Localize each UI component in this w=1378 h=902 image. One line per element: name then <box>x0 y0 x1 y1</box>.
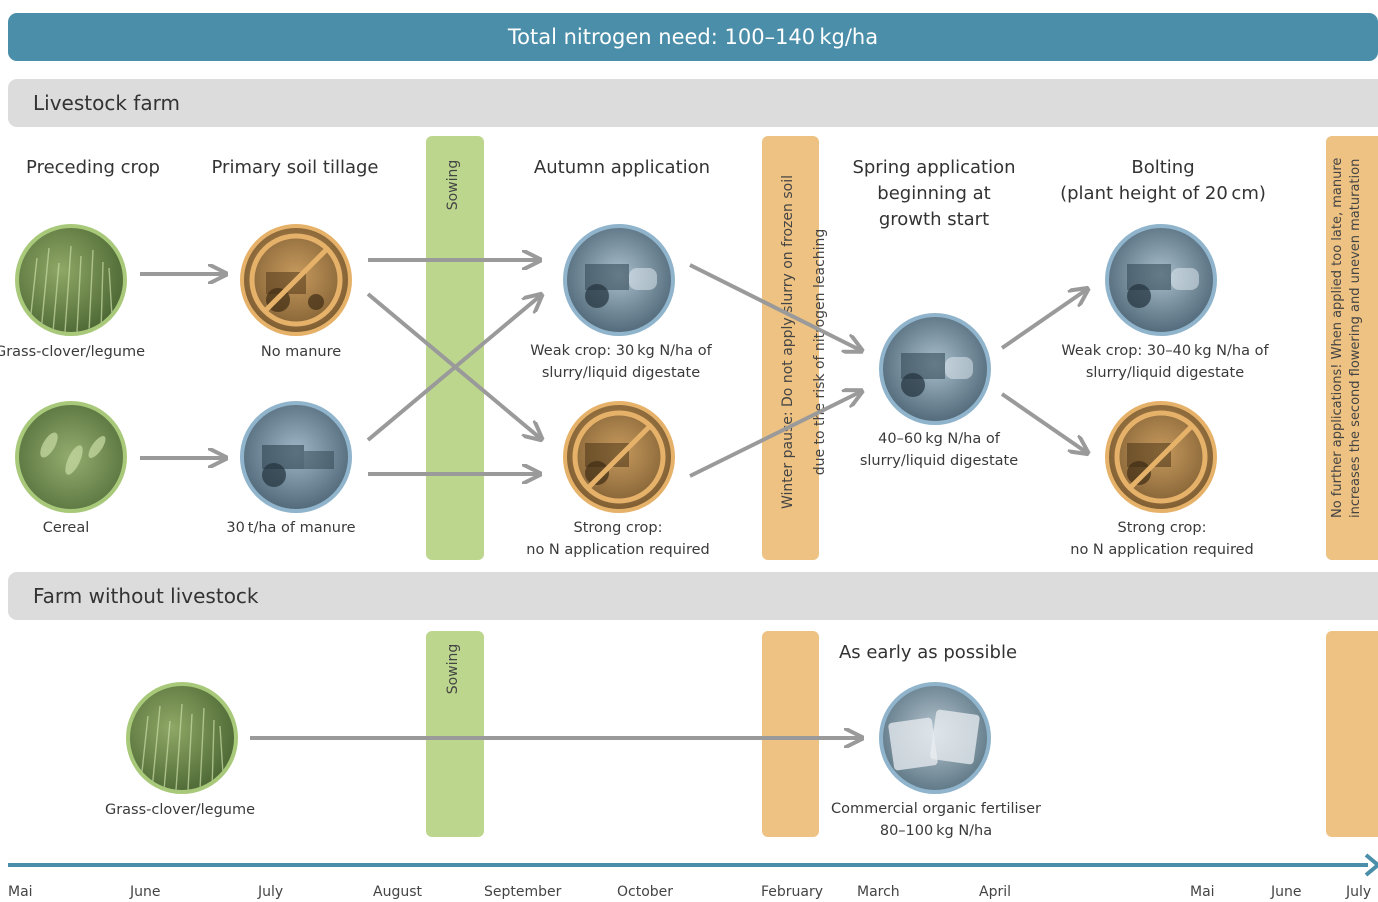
section-farm-without-livestock: Farm without livestock <box>8 572 1378 620</box>
month-label: February <box>761 884 824 900</box>
heading-bolting-line1: Bolting <box>1131 157 1195 178</box>
caption-spring-line1: 40–60 kg N/ha of <box>878 431 1000 447</box>
section-livestock-title: Livestock farm <box>33 91 180 115</box>
caption-weak-autumn-line1: Weak crop: 30 kg N/ha of <box>530 343 712 359</box>
weak-autumn-icon <box>563 224 675 336</box>
section-no-livestock-title: Farm without livestock <box>33 584 259 608</box>
heading-spring-line2: beginning at <box>877 183 991 204</box>
slurry-tractor-bolting-icon <box>1127 264 1199 308</box>
strong-autumn-icon <box>563 401 675 513</box>
month-label: March <box>857 884 900 900</box>
month-label: October <box>617 884 674 900</box>
no-further-bar-lower <box>1326 631 1378 837</box>
caption-spring-line2: slurry/liquid digestate <box>859 453 1019 469</box>
arrow-spring-to-strong-bolting <box>1000 392 1086 452</box>
arrow-spring-to-weak-bolting <box>1000 290 1086 350</box>
grass-blades-lower-icon <box>139 703 225 790</box>
caption-weak-bolting-line2: slurry/liquid digestate <box>1085 365 1245 381</box>
weak-bolting-icon <box>1105 224 1217 336</box>
caption-grass-clover-lower: Grass-clover/legume <box>104 802 256 818</box>
arrow-weak-to-spring <box>689 263 860 350</box>
caption-weak-bolting: Weak crop: 30–40 kg N/ha of slurry/liqui… <box>1045 340 1285 384</box>
cereal-ears-icon <box>40 432 106 475</box>
caption-strong-autumn: Strong crop: no N application required <box>508 517 728 561</box>
spring-application-icon <box>879 313 991 425</box>
section-livestock-farm: Livestock farm <box>8 79 1378 127</box>
month-label: July <box>1346 884 1372 900</box>
heading-spring-line3: growth start <box>878 209 990 230</box>
month-label: Mai <box>1190 884 1215 900</box>
month-label: June <box>1271 884 1302 900</box>
caption-weak-bolting-line1: Weak crop: 30–40 kg N/ha of <box>1061 343 1269 359</box>
caption-manure-30: 30 t/ha of manure <box>226 520 356 536</box>
caption-commercial-line2: 80–100 kg N/ha <box>879 823 993 839</box>
caption-strong-bolting-line1: Strong crop: <box>1117 520 1207 536</box>
heading-autumn-application: Autumn application <box>533 157 711 178</box>
timeline-arrowhead <box>1364 853 1378 877</box>
caption-strong-bolting: Strong crop: no N application required <box>1052 517 1272 561</box>
month-label: June <box>130 884 161 900</box>
cereal-icon <box>15 401 127 513</box>
caption-cereal: Cereal <box>42 520 90 536</box>
no-manure-icon <box>240 224 352 336</box>
total-nitrogen-banner: Total nitrogen need: 100–140 kg/ha <box>8 13 1378 61</box>
fertiliser-bags-shapes <box>888 709 980 771</box>
slurry-tractor-spring-icon <box>901 353 973 397</box>
caption-spring: 40–60 kg N/ha of slurry/liquid digestate <box>838 428 1040 472</box>
heading-as-early-as-possible: As early as possible <box>838 642 1018 663</box>
caption-grass-clover: Grass-clover/legume <box>0 344 146 360</box>
heading-bolting-line2: (plant height of 20 cm) <box>1060 183 1266 204</box>
caption-weak-autumn-line2: slurry/liquid digestate <box>541 365 701 381</box>
manure-30t-icon <box>240 401 352 513</box>
grass-clover-lower-icon <box>126 682 238 794</box>
banner-title: Total nitrogen need: 100–140 kg/ha <box>507 25 879 49</box>
caption-strong-autumn-line1: Strong crop: <box>573 520 663 536</box>
grass-blades-icon <box>28 245 114 332</box>
caption-no-manure: No manure <box>260 344 342 360</box>
arrow-strong-to-spring <box>689 392 860 478</box>
prohibited-tractor-icon <box>249 233 343 327</box>
month-label: Mai <box>8 884 33 900</box>
caption-commercial-fertiliser: Commercial organic fertiliser 80–100 kg … <box>818 798 1054 842</box>
sowing-bar-no-livestock <box>426 631 484 837</box>
month-label: July <box>258 884 284 900</box>
no-further-bar <box>1326 136 1378 560</box>
heading-spring-line1: Spring application <box>852 157 1016 178</box>
month-label: September <box>484 884 562 900</box>
heading-bolting: Bolting (plant height of 20 cm) <box>1052 155 1274 207</box>
slurry-tractor-icon <box>585 264 657 308</box>
winter-bar-no-livestock <box>762 631 819 837</box>
prohibited-slurry-icon <box>572 410 666 504</box>
sowing-bar-livestock <box>426 136 484 560</box>
caption-strong-autumn-line2: no N application required <box>526 542 710 558</box>
heading-preceding-crop: Preceding crop <box>26 157 160 178</box>
caption-strong-bolting-line2: no N application required <box>1070 542 1254 558</box>
heading-primary-tillage: Primary soil tillage <box>211 157 379 178</box>
month-label: August <box>373 884 422 900</box>
heading-spring-application: Spring application beginning at growth s… <box>834 155 1034 233</box>
prohibited-bolting-icon <box>1114 410 1208 504</box>
month-label: April <box>979 884 1011 900</box>
caption-commercial-line1: Commercial organic fertiliser <box>831 801 1041 817</box>
caption-weak-autumn: Weak crop: 30 kg N/ha of slurry/liquid d… <box>505 340 737 384</box>
fertiliser-bags-icon <box>879 682 991 794</box>
tractor-spreader-icon <box>262 445 334 487</box>
strong-bolting-icon <box>1105 401 1217 513</box>
arrow-manure-to-weak <box>366 296 540 442</box>
winter-pause-bar <box>762 136 819 560</box>
grass-clover-icon <box>15 224 127 336</box>
